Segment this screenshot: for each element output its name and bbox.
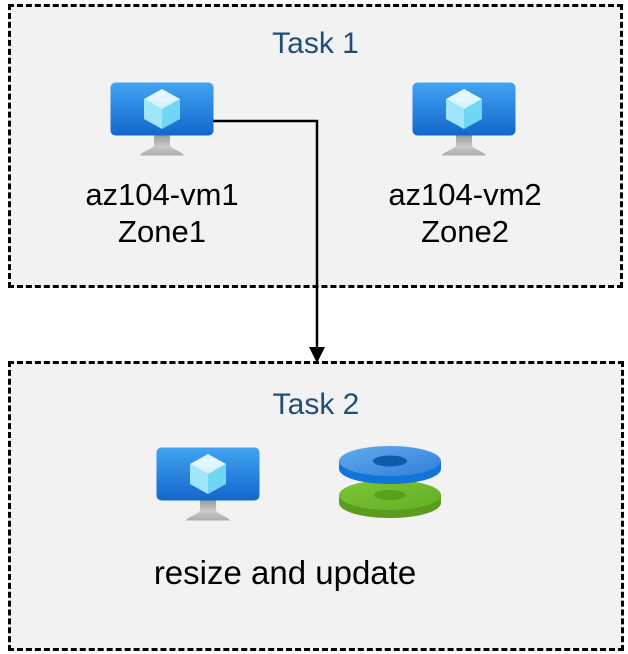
virtual-machine-icon (412, 82, 516, 156)
task2-title: Task 2 (272, 388, 360, 421)
stacked-disks-icon (339, 446, 441, 518)
vm2-label: az104-vm2 Zone2 (345, 176, 585, 250)
vm1-name: az104-vm1 (85, 177, 239, 212)
vm2-name: az104-vm2 (388, 177, 542, 212)
vm1-label: az104-vm1 Zone1 (42, 176, 282, 250)
task1-box: Task 1 az104-vm1 Zone1 az104-vm2 Zone2 (8, 4, 623, 288)
task2-caption: resize and update (153, 554, 417, 591)
virtual-machine-icon (156, 447, 260, 521)
task1-title: Task 1 (272, 27, 359, 60)
vm2-zone: Zone2 (421, 214, 509, 249)
vm1-zone: Zone1 (118, 214, 206, 249)
virtual-machine-icon (110, 82, 214, 156)
task2-box: Task 2 resize and update (8, 361, 624, 651)
